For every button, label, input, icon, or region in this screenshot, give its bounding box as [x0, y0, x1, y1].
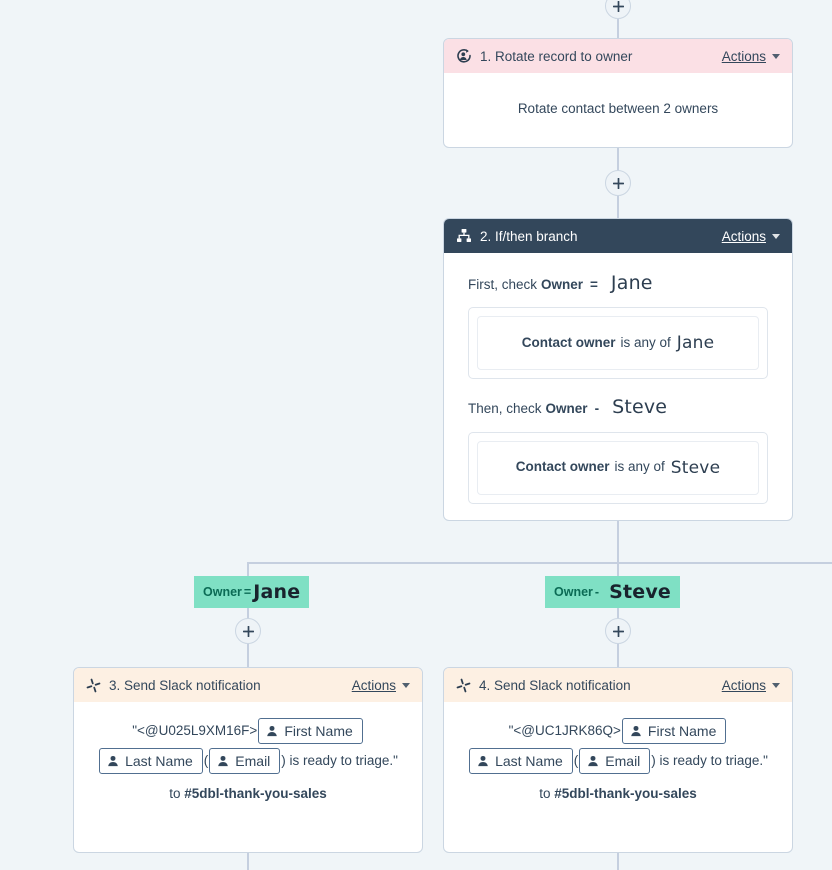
branch-label-left[interactable]: Owner = Jane: [194, 576, 310, 608]
card-body-slack-right: "<@UC1JRK86Q> First Name Last Name ( Ema…: [444, 702, 792, 805]
add-step-button-top[interactable]: [605, 0, 631, 19]
chevron-down-icon: [772, 682, 780, 688]
slack-channel-line-left: to #5dbl-thank-you-sales: [82, 784, 414, 805]
branch-first-prefix: First, check: [468, 277, 538, 292]
branch-second-condition-group[interactable]: Contact owner is any of Steve: [468, 431, 768, 504]
actions-menu-slack-right[interactable]: Actions: [722, 678, 780, 693]
branch-hierarchy-icon: [456, 228, 472, 244]
token-last-name-right[interactable]: Last Name: [469, 748, 573, 775]
card-title-rotate: 1. Rotate record to owner: [480, 48, 633, 64]
card-header-slack-left: 3. Send Slack notification Actions: [74, 668, 422, 702]
slack-icon: [86, 678, 101, 693]
card-header-branch: 2. If/then branch Actions: [444, 219, 792, 253]
chevron-down-icon: [402, 682, 410, 688]
branch-label-right-value: Steve: [609, 581, 672, 603]
slack-paren-open-right: (: [573, 753, 579, 768]
add-step-button-left-branch[interactable]: [235, 618, 261, 644]
slack-channel-line-right: to #5dbl-thank-you-sales: [452, 784, 784, 805]
actions-label: Actions: [721, 228, 766, 244]
token-email-right[interactable]: Email: [579, 748, 651, 775]
slack-icon: [456, 678, 471, 693]
branch-second-condition-value: Steve: [670, 457, 721, 478]
branch-label-right-operator: -: [594, 585, 600, 599]
branch-label-left-field: Owner: [203, 585, 242, 599]
slack-to-prefix-left: to: [169, 786, 181, 801]
token-label: First Name: [284, 723, 353, 740]
branch-second-operator: -: [594, 401, 600, 417]
slack-channel-left: #5dbl-thank-you-sales: [184, 786, 327, 801]
workflow-step-card-slack-right[interactable]: 4. Send Slack notification Actions "<@UC…: [443, 667, 793, 853]
card-header-rotate: 1. Rotate record to owner Actions: [444, 39, 792, 73]
token-label: Last Name: [495, 753, 563, 770]
card-body-slack-left: "<@U025L9XM16F> First Name Last Name ( E…: [74, 702, 422, 805]
branch-label-left-value: Jane: [253, 581, 301, 603]
token-first-name-right[interactable]: First Name: [621, 718, 727, 745]
connector-below-slack-left: [247, 853, 249, 870]
branch-first-condition-property: Contact owner: [521, 334, 616, 350]
actions-label: Actions: [351, 677, 396, 693]
connector-branch-split: [247, 562, 832, 564]
slack-message-open-left: "<@U025L9XM16F>: [132, 723, 258, 738]
token-email-left[interactable]: Email: [209, 748, 281, 775]
actions-label: Actions: [721, 48, 766, 64]
actions-menu-rotate[interactable]: Actions: [722, 49, 780, 64]
connector-top: [617, 0, 619, 38]
slack-message-open-right: "<@UC1JRK86Q>: [508, 723, 621, 738]
rotate-record-icon: [456, 48, 472, 64]
branch-first-condition-operator: is any of: [620, 334, 671, 350]
connector-below-slack-right: [617, 853, 619, 870]
branch-first-operator: =: [590, 277, 598, 292]
chevron-down-icon: [772, 233, 780, 239]
card-body-branch: First, check Owner = Jane Contact owner …: [444, 253, 792, 520]
actions-label: Actions: [721, 677, 766, 693]
token-label: First Name: [647, 723, 717, 740]
workflow-step-card-rotate[interactable]: 1. Rotate record to owner Actions Rotate…: [443, 38, 793, 148]
slack-paren-close-left: ) is ready to: [281, 753, 352, 768]
card-header-slack-right: 4. Send Slack notification Actions: [444, 668, 792, 702]
card-title-slack-left: 3. Send Slack notification: [109, 677, 261, 693]
token-first-name-left[interactable]: First Name: [258, 718, 363, 745]
card-title-branch: 2. If/then branch: [480, 228, 578, 244]
add-step-button-right-branch[interactable]: [605, 618, 631, 644]
slack-to-prefix-right: to: [539, 786, 551, 801]
token-last-name-left[interactable]: Last Name: [99, 748, 203, 775]
token-label: Last Name: [125, 753, 193, 770]
branch-label-left-operator: =: [243, 585, 252, 599]
card-title-slack-right: 4. Send Slack notification: [479, 677, 631, 693]
token-label: Email: [605, 753, 641, 770]
add-step-button-after-rotate[interactable]: [605, 170, 631, 196]
token-label: Email: [235, 753, 271, 770]
connector-branch-left-drop: [247, 562, 249, 576]
branch-second-condition[interactable]: Contact owner is any of Steve: [477, 440, 759, 495]
branch-second-condition-operator: is any of: [614, 459, 665, 475]
slack-paren-close-right: ) is ready to: [651, 753, 722, 768]
actions-menu-slack-left[interactable]: Actions: [352, 678, 410, 693]
slack-paren-open-left: (: [203, 753, 209, 768]
branch-first-condition-group[interactable]: Contact owner is any of Jane: [468, 307, 768, 380]
workflow-step-card-branch[interactable]: 2. If/then branch Actions First, check O…: [443, 218, 793, 521]
actions-menu-branch[interactable]: Actions: [722, 229, 780, 244]
branch-label-right-field: Owner: [554, 585, 593, 599]
branch-second-annotation: Steve: [612, 396, 668, 419]
branch-first-condition-value: Jane: [676, 333, 715, 354]
slack-message-end-left: triage.": [355, 753, 398, 768]
branch-label-right[interactable]: Owner - Steve: [545, 576, 681, 608]
connector-branch-stem: [617, 521, 619, 563]
branch-first-annotation: Jane: [610, 272, 653, 294]
branch-second-field: Owner: [545, 401, 588, 417]
slack-message-end-right: triage.": [725, 753, 768, 768]
chevron-down-icon: [772, 53, 780, 59]
slack-channel-right: #5dbl-thank-you-sales: [554, 786, 697, 801]
connector-branch-right-drop: [617, 562, 619, 576]
workflow-step-card-slack-left[interactable]: 3. Send Slack notification Actions "<@U0…: [73, 667, 423, 853]
card-body-rotate: Rotate contact between 2 owners: [517, 101, 719, 116]
branch-first-check-line: First, check Owner = Jane: [468, 269, 768, 298]
branch-first-field: Owner: [541, 277, 584, 292]
branch-second-check-line: Then, check Owner - Steve: [468, 393, 768, 422]
slack-message-left: "<@U025L9XM16F> First Name Last Name ( E…: [82, 708, 414, 776]
branch-second-prefix: Then, check: [468, 401, 542, 417]
branch-first-condition[interactable]: Contact owner is any of Jane: [477, 316, 759, 371]
branch-second-condition-property: Contact owner: [515, 459, 610, 475]
slack-message-right: "<@UC1JRK86Q> First Name Last Name ( Ema…: [452, 708, 784, 776]
